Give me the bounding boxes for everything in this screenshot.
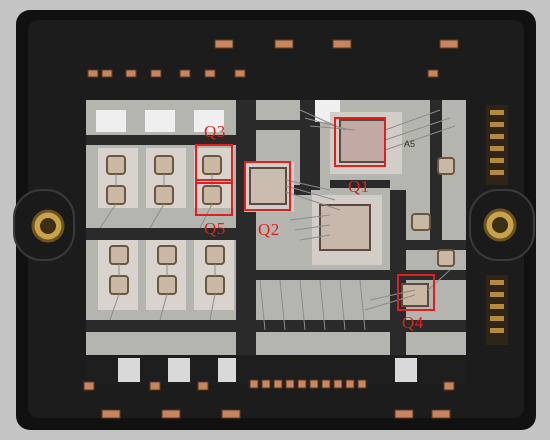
label-q1: Q1 bbox=[348, 177, 370, 196]
highlight-q4 bbox=[397, 274, 435, 311]
mounting-hole-left bbox=[13, 189, 75, 261]
highlight-q1 bbox=[334, 117, 386, 167]
small-dies bbox=[106, 155, 455, 295]
mounting-hole-right bbox=[469, 189, 535, 261]
top-terminals bbox=[87, 39, 459, 78]
highlight-q3 bbox=[195, 144, 233, 184]
chip-q1 bbox=[330, 112, 402, 174]
highlight-q2 bbox=[244, 161, 291, 211]
label-q4: Q4 bbox=[402, 313, 424, 332]
chip-marking: A5 bbox=[404, 139, 416, 149]
label-q3: Q3 bbox=[204, 122, 226, 141]
right-connector bbox=[486, 105, 508, 345]
copper-traces bbox=[86, 100, 466, 355]
chip-lower-center bbox=[312, 195, 382, 265]
label-q2: Q2 bbox=[258, 220, 280, 239]
bottom-terminals bbox=[83, 355, 466, 419]
white-pads bbox=[96, 100, 340, 132]
chip-q2 bbox=[244, 162, 294, 212]
label-q5: Q5 bbox=[204, 219, 226, 238]
bond-wires bbox=[99, 109, 456, 331]
highlight-boxes bbox=[195, 117, 435, 311]
highlight-q5 bbox=[195, 179, 233, 216]
